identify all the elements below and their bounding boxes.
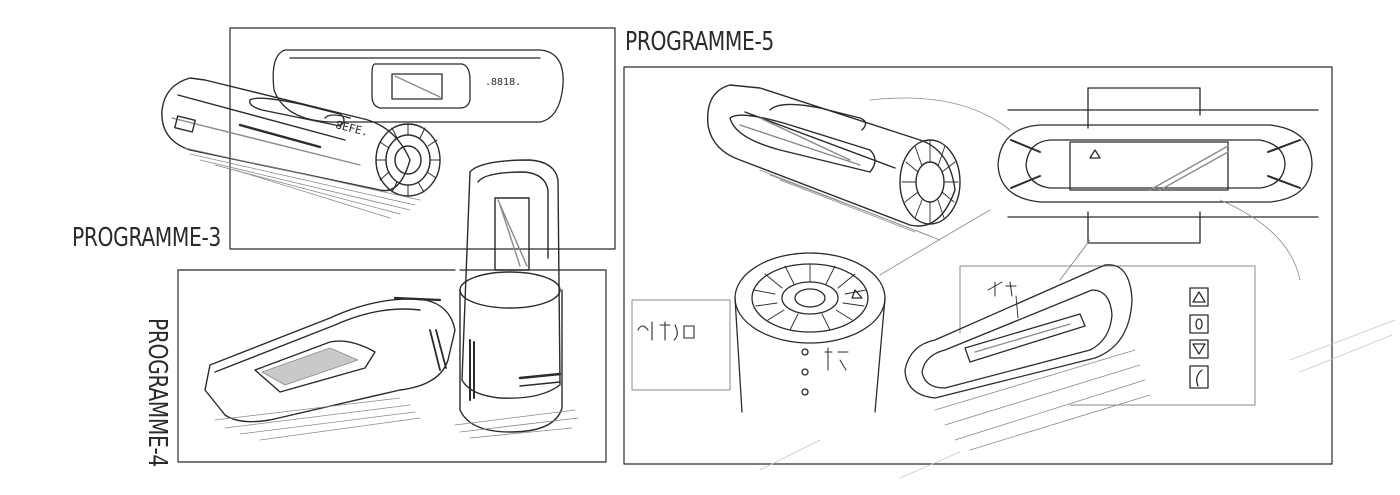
programme-5-cylinder-shadow: [759, 169, 941, 241]
programme-3-front-device: 8EFE.: [161, 77, 441, 197]
guide-curves: [869, 97, 1301, 281]
programme-5-cylinder-device: [706, 84, 961, 227]
programme-5-side-view: [904, 239, 1256, 406]
programme-5-frame: [623, 66, 1333, 465]
handwritten-note-glyphs: [637, 321, 695, 341]
programme-3-panel: .8818. 8EFE.: [161, 27, 616, 250]
side-view-shadow: [934, 349, 1151, 451]
programme-3-frame: [229, 27, 616, 250]
programme-5-fan-blades: [901, 139, 959, 225]
standing-device-screen: [494, 197, 530, 271]
top-view-screen: [1069, 141, 1229, 191]
handwritten-indicator-glyphs: [824, 347, 849, 371]
round-view-blades: [753, 263, 867, 331]
programme-4-lying-device: [204, 296, 456, 423]
programme-4-shadow: [214, 397, 421, 441]
up-button-sketch: [1189, 287, 1209, 307]
programme-3-shadow: [184, 147, 421, 219]
programme-4-label: PROGRAMME-4: [142, 318, 172, 467]
programme-4-standing-device: [459, 159, 563, 433]
programme-5-top-view: [997, 87, 1319, 244]
background-strokes: [759, 319, 1396, 479]
programme-5-round-view: [631, 252, 886, 413]
down-button-sketch: [1189, 339, 1209, 359]
power-button-sketch: [1189, 365, 1209, 389]
programme-4-frame: [177, 269, 607, 463]
standing-device-shadow: [454, 409, 579, 439]
programme-3-back-device: .8818.: [272, 49, 564, 123]
programme-4-panel: [177, 159, 607, 463]
middle-button-sketch: [1189, 314, 1209, 334]
programme-5-label: PROGRAMME-5: [625, 27, 774, 57]
back-device-display-mark: .8818.: [485, 77, 521, 88]
programme-3-fan-blades: [375, 123, 441, 197]
programme-5-panel: [623, 66, 1333, 465]
note-box: [631, 299, 731, 391]
handwritten-button-note: [987, 281, 1017, 297]
programme-3-label: PROGRAMME-3: [72, 223, 221, 253]
